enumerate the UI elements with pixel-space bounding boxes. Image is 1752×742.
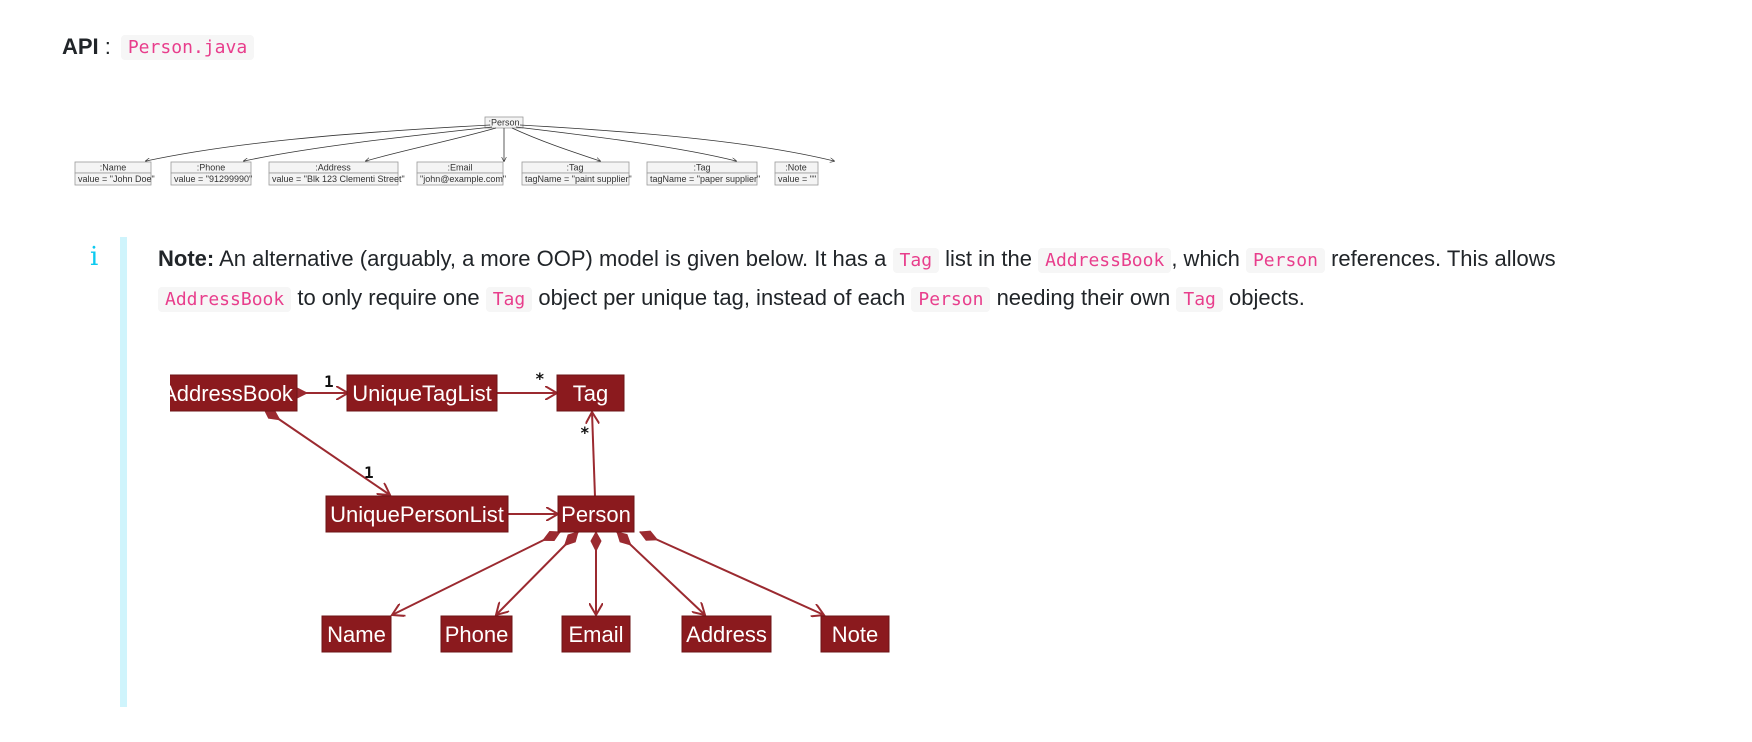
class-address-label: Address [686, 622, 767, 647]
note-accent-bar [120, 237, 127, 707]
object-tag-2: :Tag tagName = "paper supplier" [646, 161, 760, 186]
rel-person-phone [496, 532, 578, 615]
class-phone: Phone [440, 615, 513, 653]
inline-code: AddressBook [1038, 248, 1172, 273]
object-person: :Person [484, 116, 524, 129]
rel-book-personlist [264, 408, 390, 495]
class-address-book: AddressBook [170, 374, 298, 412]
mult-taglist-tag: * [535, 369, 545, 388]
note-text: Note: An alternative (arguably, a more O… [158, 240, 1658, 318]
object-tag-1: :Tag tagName = "paint supplier" [521, 161, 632, 186]
note-span: needing their own [996, 285, 1171, 310]
object-value: value = "Blk 123 Clementi Street" [272, 174, 405, 184]
object-title: :Tag [566, 163, 583, 173]
object-links [146, 124, 834, 161]
inline-code: Person [1245, 248, 1325, 273]
object-title: :Email [447, 163, 472, 173]
class-email: Email [561, 615, 631, 653]
note-span: references. This allows [1331, 246, 1556, 271]
inline-code: Tag [485, 287, 533, 312]
class-person: Person [557, 495, 635, 533]
class-name: Name [321, 615, 392, 653]
class-relations [264, 393, 824, 615]
inline-code: Tag [1176, 287, 1223, 312]
class-note-label: Note [832, 622, 878, 647]
class-address: Address [681, 615, 772, 653]
api-separator: : [104, 34, 111, 59]
note-span: An alternative (arguably, a more OOP) mo… [219, 246, 887, 271]
rel-person-address [617, 531, 705, 615]
object-value: tagName = "paper supplier" [650, 174, 760, 184]
note-title: Note: [158, 246, 215, 271]
object-person-title: :Person [488, 118, 519, 128]
inline-code: Tag [892, 248, 940, 273]
class-unique-person-list: UniquePersonList [325, 495, 509, 533]
api-file-link[interactable]: Person.java [120, 34, 255, 60]
object-value: "john@example.com" [420, 174, 506, 184]
object-title: :Note [785, 163, 807, 173]
class-tag-label: Tag [573, 381, 608, 406]
object-phone: :Phone value = "91299990" [170, 161, 252, 186]
rel-person-name [392, 532, 560, 615]
object-title: :Phone [197, 163, 226, 173]
note-span: , which [1171, 246, 1240, 271]
class-unique-tag-list: UniqueTagList [346, 374, 498, 412]
inline-code: Person [911, 287, 991, 312]
mult-person-tag: * [580, 423, 590, 442]
api-label: API [62, 34, 99, 59]
class-phone-label: Phone [445, 622, 509, 647]
object-title: :Address [315, 163, 351, 173]
note-span: list in the [945, 246, 1032, 271]
object-title: :Name [100, 163, 127, 173]
class-diagram: 1 * * 1 AddressBook UniqueTagList Tag Un… [170, 369, 890, 653]
info-icon: i [90, 242, 99, 272]
note-span: objects. [1229, 285, 1305, 310]
inline-code: AddressBook [158, 287, 292, 312]
object-note: :Note value = "" [774, 161, 819, 186]
object-title: :Tag [693, 163, 710, 173]
object-value: value = "John Doe" [78, 174, 155, 184]
class-email-label: Email [568, 622, 623, 647]
object-address: :Address value = "Blk 123 Clementi Stree… [268, 161, 405, 186]
class-tag: Tag [556, 374, 625, 412]
class-note: Note [820, 615, 890, 653]
mult-book-personlist: 1 [364, 463, 374, 482]
rel-person-note [640, 532, 824, 615]
note-span: to only require one [297, 285, 480, 310]
class-address-book-label: AddressBook [170, 381, 294, 406]
class-unique-tag-list-label: UniqueTagList [352, 381, 491, 406]
api-line: API : Person.java [62, 34, 255, 60]
class-person-label: Person [561, 502, 631, 527]
rel-person-tag [592, 412, 595, 498]
class-name-label: Name [327, 622, 386, 647]
object-value: value = "91299990" [174, 174, 252, 184]
mult-book-taglist: 1 [324, 372, 334, 391]
note-span: object per unique tag, instead of each [538, 285, 906, 310]
object-diagram: :Person :Name value = "John Doe" :Phone … [74, 116, 920, 186]
class-unique-person-list-label: UniquePersonList [330, 502, 504, 527]
object-email: :Email "john@example.com" [416, 161, 506, 186]
object-value: value = "" [778, 174, 816, 184]
object-name: :Name value = "John Doe" [74, 161, 155, 186]
object-value: tagName = "paint supplier" [525, 174, 632, 184]
